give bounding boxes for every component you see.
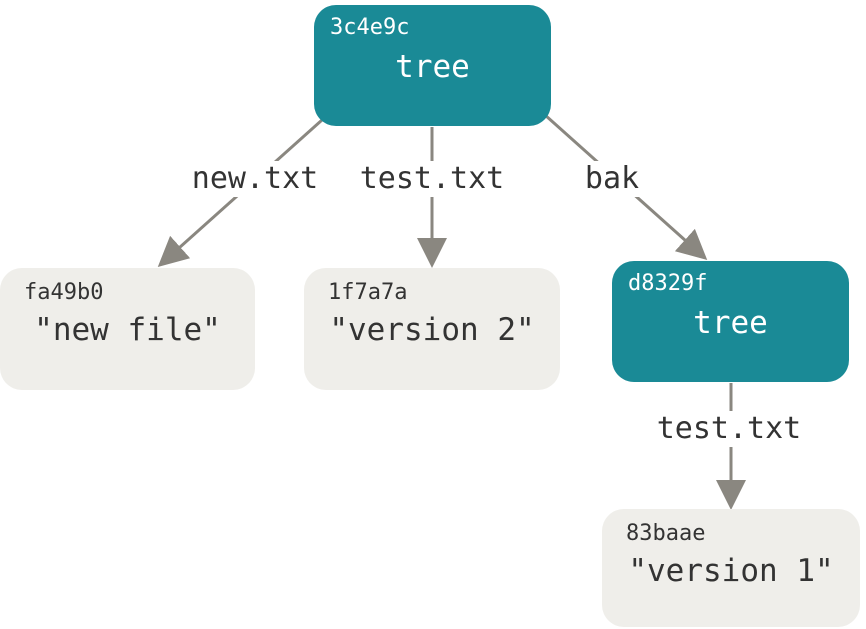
edge-label-test-txt-subtree: test.txt (652, 411, 806, 447)
blob-new-file-node: fa49b0 "new file" (0, 268, 255, 390)
subtree-label: tree (693, 305, 768, 341)
root-tree-label: tree (395, 49, 470, 85)
blob-version-1-node: 83baae "version 1" (602, 509, 860, 627)
blob-version-1-content: "version 1" (628, 553, 834, 589)
edge-label-new-txt: new.txt (187, 161, 323, 197)
blob-new-file-content: "new file" (34, 312, 221, 348)
subtree-node: d8329f tree (612, 261, 849, 382)
edge-label-test-txt-root: test.txt (355, 161, 509, 197)
blob-version-2-node: 1f7a7a "version 2" (304, 268, 560, 390)
edge-label-bak: bak (580, 161, 644, 197)
blob-version-2-content: "version 2" (329, 312, 535, 348)
blob-version-2-hash: 1f7a7a (328, 280, 408, 305)
blob-new-file-hash: fa49b0 (24, 280, 104, 305)
blob-version-1-hash: 83baae (626, 521, 706, 546)
root-tree-node: 3c4e9c tree (314, 5, 551, 126)
root-tree-hash: 3c4e9c (330, 15, 410, 40)
subtree-hash: d8329f (628, 271, 708, 296)
